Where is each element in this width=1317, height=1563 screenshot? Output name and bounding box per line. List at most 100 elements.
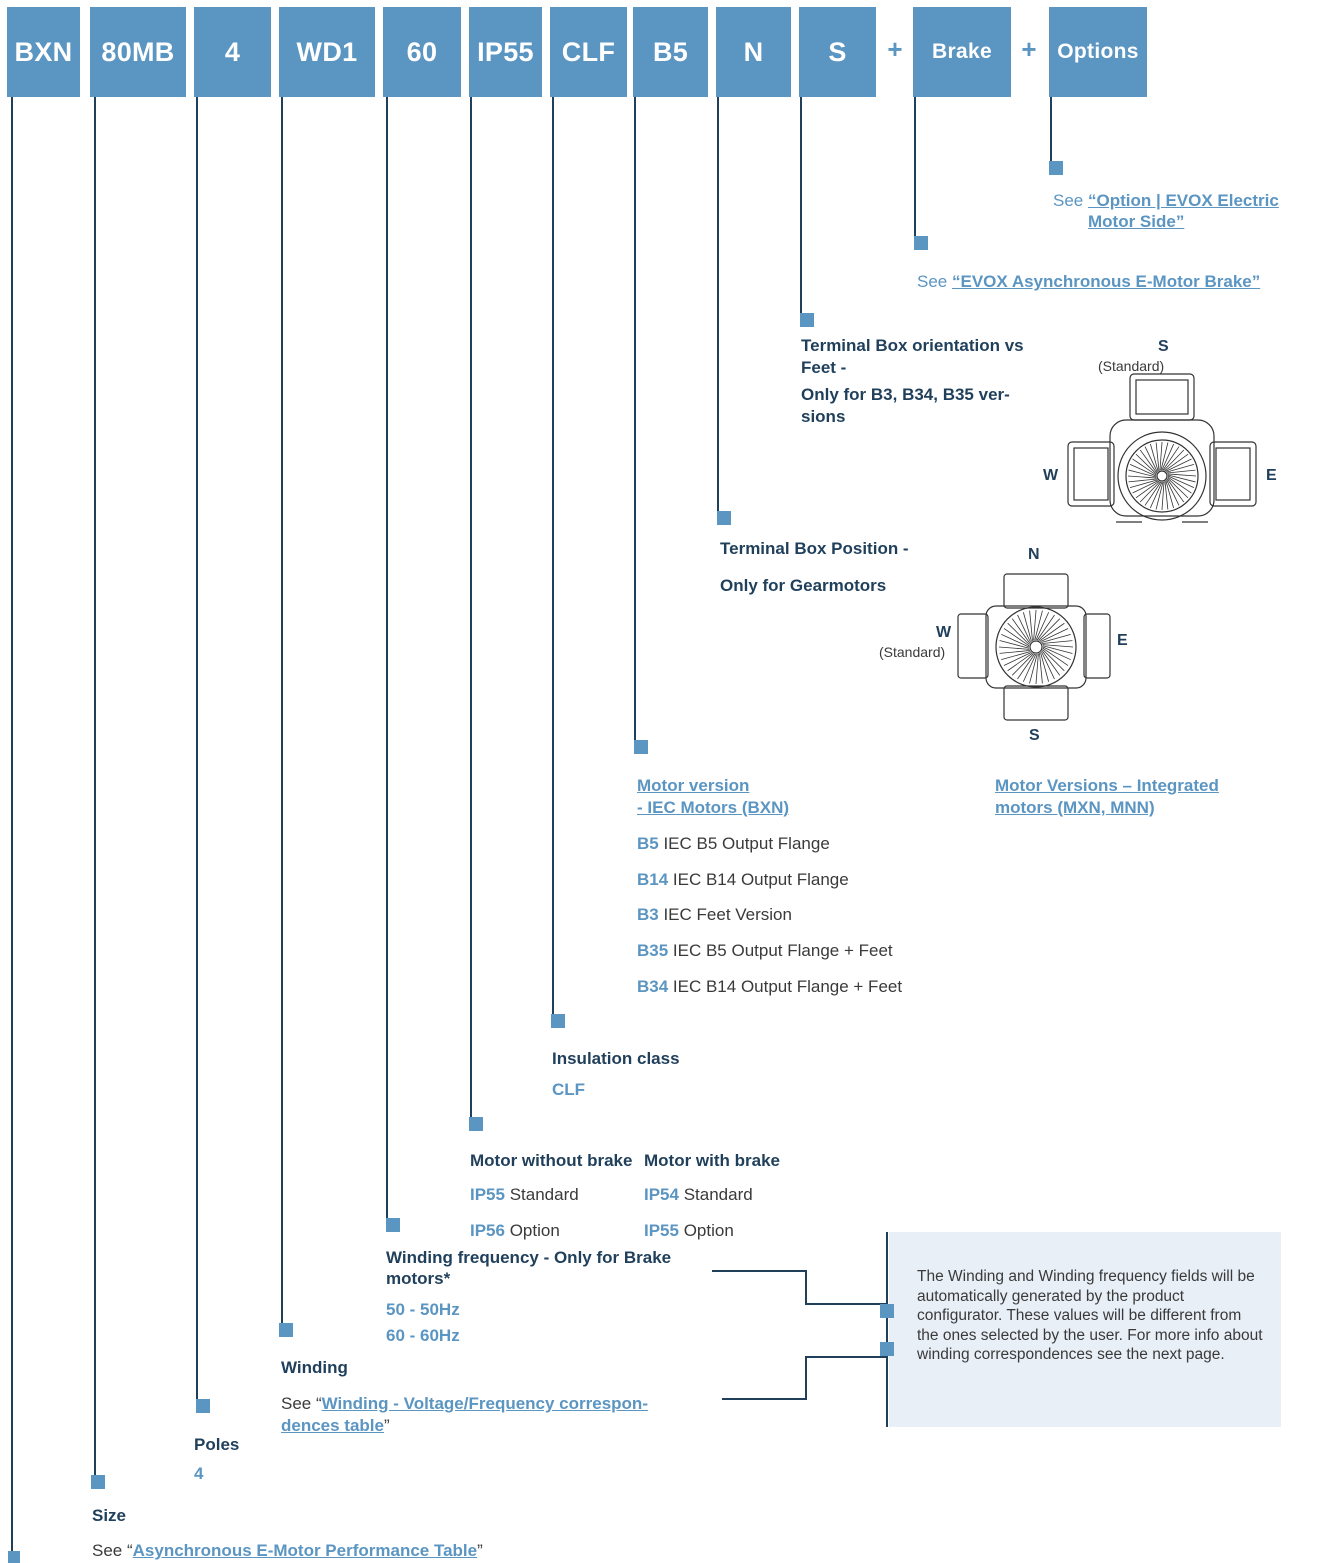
fan-blade — [1166, 479, 1180, 506]
ip-desc: Option — [504, 1221, 560, 1240]
fan-blade — [1139, 481, 1161, 503]
terminal-position-title-2: Only for Gearmotors — [720, 576, 887, 595]
marker-square — [386, 1218, 400, 1232]
ip-desc: Standard — [678, 1185, 753, 1204]
winding-frequency-title-2: motors* — [386, 1269, 451, 1288]
code-terminal-orientation: S — [799, 7, 876, 97]
fan-blade — [1042, 647, 1069, 666]
options-link[interactable]: “Option | EVOX Electric Motor Side” — [1087, 191, 1279, 231]
poles-value: 4 — [194, 1464, 204, 1483]
winding-table-link[interactable]: Winding - Voltage/Frequency correspon- — [321, 1394, 648, 1413]
version-desc: IEC B5 Output Flange + Feet — [668, 941, 893, 960]
version-item-b35: B35 IEC B5 Output Flange + Feet — [637, 940, 893, 962]
fan-blade — [1022, 612, 1032, 642]
code-options: Options — [1049, 7, 1147, 97]
fan-blade — [1167, 477, 1189, 499]
code-terminal-position: N — [716, 7, 791, 97]
integrated-motors-link-1[interactable]: Motor Versions – Integrated — [995, 776, 1219, 795]
quote-close: ” — [384, 1416, 390, 1435]
motor-version-link-2[interactable]: - IEC Motors (BXN) — [637, 798, 790, 817]
winding-title: Winding — [281, 1358, 348, 1377]
with-brake-title: Motor with brake — [644, 1151, 781, 1170]
performance-table-link[interactable]: Asynchronous E-Motor Performance Table — [132, 1541, 478, 1560]
note-connector — [805, 1356, 887, 1358]
ip-desc: Option — [678, 1221, 734, 1240]
note-box — [889, 1232, 1281, 1427]
fan-blade — [1127, 475, 1157, 479]
motor-orientation-drawing — [1067, 373, 1257, 523]
fan-blade — [1132, 480, 1159, 494]
poles-title: Poles — [194, 1435, 240, 1454]
fan-blade — [1041, 650, 1061, 676]
fan-blade — [1165, 458, 1192, 472]
fan-blade — [1155, 481, 1164, 510]
marker-square — [880, 1304, 894, 1318]
version-item-b34: B34 IEC B14 Output Flange + Feet — [637, 976, 902, 998]
fan-blade — [1160, 442, 1169, 471]
note-text: The Winding and Winding frequency fields… — [917, 1268, 1263, 1363]
frequency-value-60: 60 - 60Hz — [386, 1326, 460, 1345]
insulation-title: Insulation class — [552, 1049, 680, 1068]
fan-blade — [1167, 474, 1196, 483]
position-label-w: W — [936, 624, 952, 641]
without-brake-item: IP56 Option — [470, 1220, 560, 1242]
fan-blade — [1164, 453, 1189, 472]
fan-blade — [1001, 633, 1030, 648]
fan-blade — [1029, 653, 1038, 684]
fan-blade — [1132, 458, 1157, 476]
note-connector — [805, 1270, 807, 1304]
fan-blade — [1129, 463, 1157, 477]
code-poles: 4 — [194, 7, 271, 97]
fan-blade — [1003, 652, 1032, 666]
with-brake-item: IP54 Standard — [644, 1184, 753, 1206]
orientation-label-w: W — [1043, 467, 1059, 484]
fan-blade — [1033, 609, 1037, 641]
fan-blade — [1034, 610, 1043, 641]
marker-square — [8, 1551, 20, 1563]
fan-blade — [1139, 449, 1158, 474]
marker-square — [717, 511, 731, 525]
connector-line — [800, 97, 802, 316]
plus-sign: + — [1021, 34, 1037, 64]
fan-blade — [999, 650, 1030, 654]
note-connector — [712, 1270, 806, 1272]
version-code: B14 — [637, 870, 669, 889]
orientation-label-s: S — [1158, 338, 1169, 355]
brake-link[interactable]: “EVOX Asynchronous E-Motor Brake” — [951, 272, 1261, 291]
options-reference: See “Option | EVOX Electric Motor Side” — [1053, 190, 1317, 232]
code-insulation: CLF — [550, 7, 627, 97]
version-desc: IEC B14 Output Flange + Feet — [668, 977, 903, 996]
fan-blade — [1011, 618, 1031, 644]
terminal-orientation-title-3: Only for B3, B34, B35 ver- — [801, 385, 1010, 404]
fan-blade — [998, 646, 1030, 650]
connector-line — [552, 97, 554, 1015]
winding-table-link[interactable]: dences table — [281, 1416, 384, 1435]
fan-blade — [1003, 628, 1030, 647]
winding-frequency-title-1: Winding frequency - Only for Brake — [386, 1248, 672, 1267]
version-code: B3 — [637, 905, 659, 924]
fan-blade — [1036, 614, 1055, 641]
integrated-motors-link-2[interactable]: motors (MXN, MNN) — [995, 798, 1155, 817]
fan-blade — [1128, 478, 1157, 483]
fan-blade — [1039, 622, 1065, 642]
terminal-orientation-title-1: Terminal Box orientation vs — [801, 336, 1024, 355]
fan-blade — [1165, 480, 1174, 509]
ip-code: IP54 — [644, 1185, 679, 1204]
size-title: Size — [92, 1506, 127, 1525]
connector-line — [94, 97, 96, 1477]
code-version: B5 — [633, 7, 708, 97]
fan-blade — [1161, 443, 1175, 471]
version-code: B34 — [637, 977, 669, 996]
connector-line — [196, 97, 198, 1403]
version-code: B5 — [637, 834, 659, 853]
connector-line — [11, 97, 13, 1563]
fan-blade — [1167, 475, 1195, 489]
position-label-s: S — [1029, 727, 1040, 744]
fan-blade — [1022, 653, 1037, 682]
plus-sign: + — [887, 34, 903, 64]
version-desc: IEC Feet Version — [658, 905, 792, 924]
motor-version-link-1[interactable]: Motor version — [637, 776, 750, 795]
orientation-label-e: E — [1266, 467, 1277, 484]
marker-square — [634, 740, 648, 754]
fan-blade — [1042, 644, 1074, 648]
